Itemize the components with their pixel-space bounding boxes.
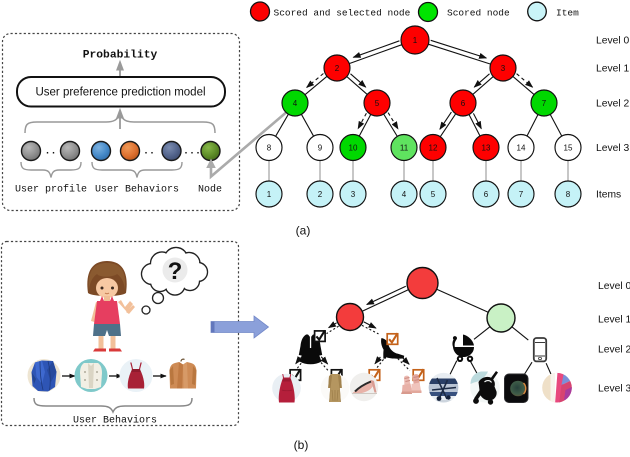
svg-text:User Behaviors: User Behaviors <box>73 415 157 427</box>
svg-text:Level 2: Level 2 <box>598 345 630 356</box>
svg-text:User profile: User profile <box>15 184 87 196</box>
svg-text:Probability: Probability <box>83 50 158 62</box>
svg-text:5: 5 <box>375 99 380 108</box>
svg-text:12: 12 <box>429 143 438 152</box>
svg-text:..: .. <box>44 147 56 158</box>
svg-text:...: ... <box>183 147 201 158</box>
svg-text:9: 9 <box>318 143 323 152</box>
svg-text:7: 7 <box>519 190 524 199</box>
svg-text:Level 3: Level 3 <box>596 143 629 154</box>
svg-text:User Behaviors: User Behaviors <box>95 184 179 196</box>
svg-text:10: 10 <box>349 143 358 152</box>
svg-text:Level 0: Level 0 <box>598 281 630 292</box>
svg-text:11: 11 <box>400 143 409 152</box>
svg-text:1: 1 <box>413 36 418 45</box>
svg-text:2: 2 <box>318 190 323 199</box>
svg-text:6: 6 <box>484 190 489 199</box>
svg-text:(b): (b) <box>294 438 309 452</box>
svg-text:Item: Item <box>556 8 579 19</box>
svg-text:4: 4 <box>293 99 298 108</box>
svg-text:Level 2: Level 2 <box>596 99 629 110</box>
svg-text:Items: Items <box>596 190 621 201</box>
svg-text:3: 3 <box>501 64 506 73</box>
svg-text:Level 3: Level 3 <box>598 384 630 395</box>
svg-text:8: 8 <box>267 143 272 152</box>
svg-text:15: 15 <box>564 143 573 152</box>
svg-text:Scored node: Scored node <box>447 8 510 19</box>
svg-text:Level 0: Level 0 <box>596 36 629 47</box>
svg-text:Scored and selected node: Scored and selected node <box>274 8 411 19</box>
svg-text:Level 1: Level 1 <box>598 315 630 326</box>
svg-text:7: 7 <box>542 99 547 108</box>
svg-text:?: ? <box>168 258 183 285</box>
svg-text:5: 5 <box>431 190 436 199</box>
svg-text:6: 6 <box>461 99 466 108</box>
svg-text:1: 1 <box>267 190 272 199</box>
svg-text:User preference prediction mod: User preference prediction model <box>35 86 205 98</box>
svg-text:..: .. <box>143 147 155 158</box>
svg-text:4: 4 <box>402 190 407 199</box>
svg-text:2: 2 <box>335 64 340 73</box>
svg-text:14: 14 <box>517 143 526 152</box>
svg-text:(a): (a) <box>296 224 311 238</box>
svg-text:Level 1: Level 1 <box>596 64 629 75</box>
svg-text:Node: Node <box>198 184 222 196</box>
svg-text:8: 8 <box>566 190 571 199</box>
svg-text:3: 3 <box>351 190 356 199</box>
svg-text:13: 13 <box>482 143 491 152</box>
